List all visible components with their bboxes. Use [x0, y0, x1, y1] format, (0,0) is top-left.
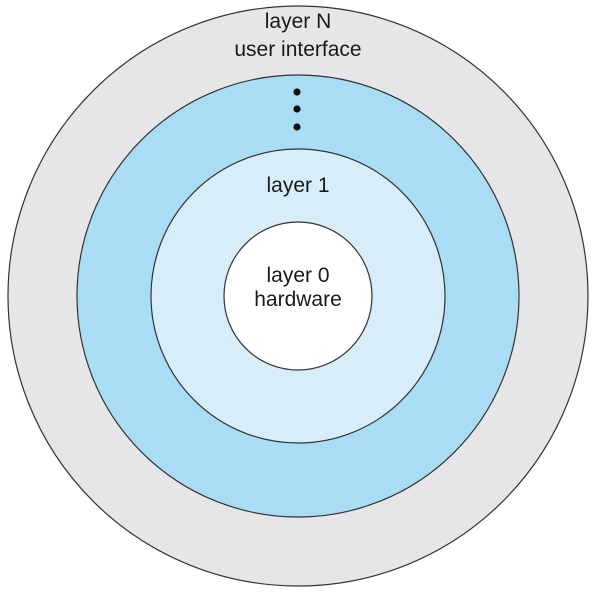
layer-n-title: layer N	[265, 10, 332, 33]
ellipsis-dot-2	[293, 105, 301, 113]
ellipsis-dot-3	[293, 123, 301, 131]
ellipsis-dots	[293, 88, 301, 131]
layer-n-subtitle: user interface	[234, 38, 361, 61]
layer-0-core	[223, 221, 373, 371]
layer-0-subtitle: hardware	[254, 288, 342, 311]
layer-0-title: layer 0	[266, 264, 329, 287]
layer-1-title: layer 1	[266, 174, 329, 197]
ellipsis-dot-1	[293, 88, 301, 96]
